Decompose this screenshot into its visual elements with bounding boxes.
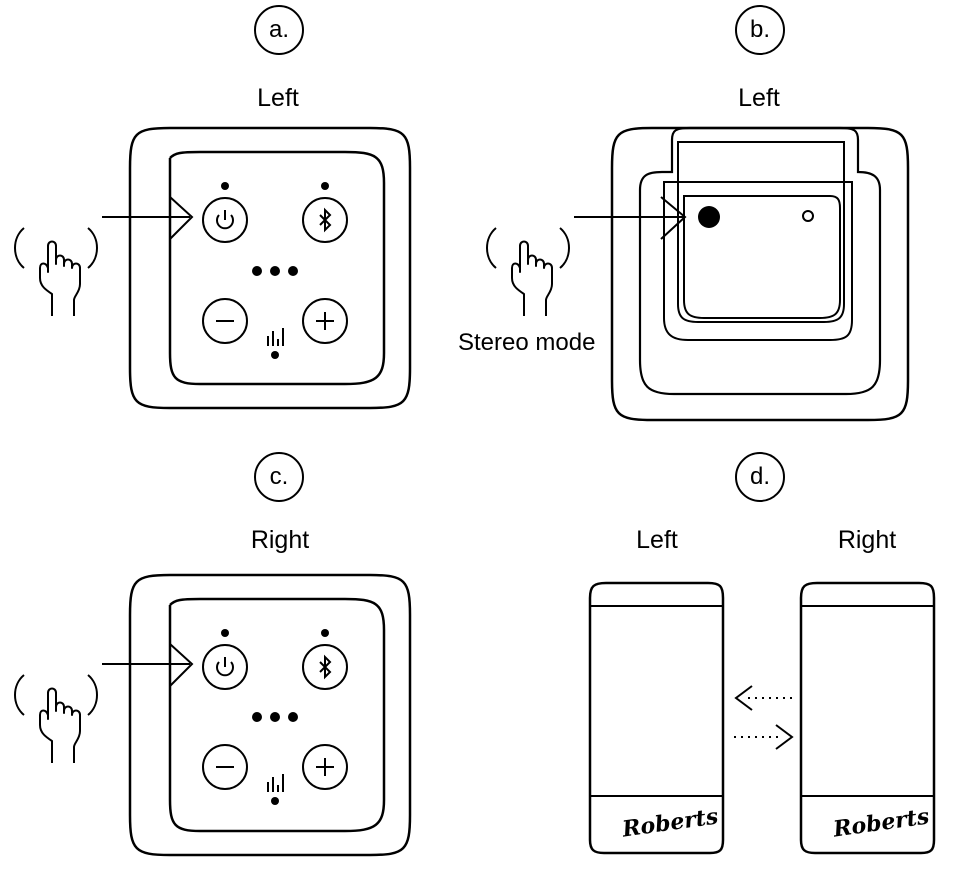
pointing-hand-icon xyxy=(14,227,98,317)
power-icon xyxy=(216,214,234,230)
step-b-text: b. xyxy=(749,16,770,43)
panel-c-speaker-label: Right xyxy=(250,526,310,554)
power-icon xyxy=(216,661,234,677)
volume-down-button[interactable] xyxy=(202,298,248,344)
step-b-label: b. xyxy=(735,5,785,55)
panel-c xyxy=(14,573,412,857)
power-button[interactable] xyxy=(202,644,248,690)
speaker-b-back xyxy=(610,126,910,422)
pointing-hand-icon xyxy=(486,227,570,317)
step-c-text: c. xyxy=(269,463,289,490)
step-a-label: a. xyxy=(254,5,304,55)
step-d-label: d. xyxy=(735,452,785,502)
arrow-right-icon xyxy=(775,724,794,750)
panel-a xyxy=(14,126,412,410)
volume-down-button[interactable] xyxy=(202,744,248,790)
eq-bars-icon xyxy=(267,328,284,359)
panel-b xyxy=(486,126,910,422)
arrow-left-icon xyxy=(734,685,753,711)
bluetooth-icon xyxy=(319,654,332,680)
eq-bars-icon xyxy=(267,774,284,805)
panel-d xyxy=(588,581,936,855)
panel-a-speaker-label: Left xyxy=(257,84,299,112)
panel-d-left-label: Left xyxy=(636,526,678,554)
volume-up-button[interactable] xyxy=(302,744,348,790)
pointing-hand-icon xyxy=(14,674,98,764)
step-c-label: c. xyxy=(254,452,304,502)
stereo-mode-button[interactable] xyxy=(698,206,720,228)
pairing-arrows xyxy=(734,685,794,750)
step-d-text: d. xyxy=(749,463,770,490)
stereo-mode-caption: Stereo mode xyxy=(458,329,596,356)
status-led xyxy=(802,210,814,222)
panel-b-speaker-label: Left xyxy=(738,84,780,112)
bluetooth-button[interactable] xyxy=(302,197,348,243)
bluetooth-button[interactable] xyxy=(302,644,348,690)
volume-up-button[interactable] xyxy=(302,298,348,344)
left-speaker xyxy=(588,581,725,855)
step-a-text: a. xyxy=(268,16,289,43)
speaker-a-top xyxy=(128,126,412,410)
arrow-right-icon xyxy=(574,196,687,240)
bluetooth-icon xyxy=(319,207,332,233)
power-button[interactable] xyxy=(202,197,248,243)
speaker-c-top xyxy=(128,573,412,857)
arrow-right-icon xyxy=(102,196,194,240)
right-speaker xyxy=(799,581,936,855)
arrow-right-icon xyxy=(102,643,194,687)
panel-d-right-label: Right xyxy=(837,526,897,554)
